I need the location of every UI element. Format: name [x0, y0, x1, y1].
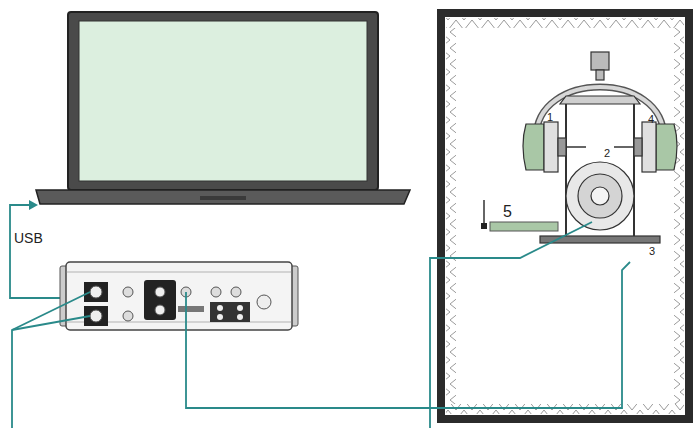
interface-label: USB — [14, 231, 43, 245]
callout-number: 1 — [547, 112, 553, 123]
callout-number: 4 — [648, 114, 654, 125]
laptop — [36, 12, 410, 204]
callout-number: 2 — [604, 148, 610, 159]
headphone-fixture — [523, 52, 677, 243]
anechoic-chamber — [441, 13, 689, 419]
audio-analyzer — [60, 262, 298, 330]
callout-number: 3 — [649, 246, 655, 257]
input-cables — [12, 292, 90, 428]
chamber-cables — [186, 222, 630, 428]
usb-cable — [10, 200, 66, 298]
reference-mic — [481, 200, 558, 231]
callout-number: 5 — [503, 204, 512, 220]
